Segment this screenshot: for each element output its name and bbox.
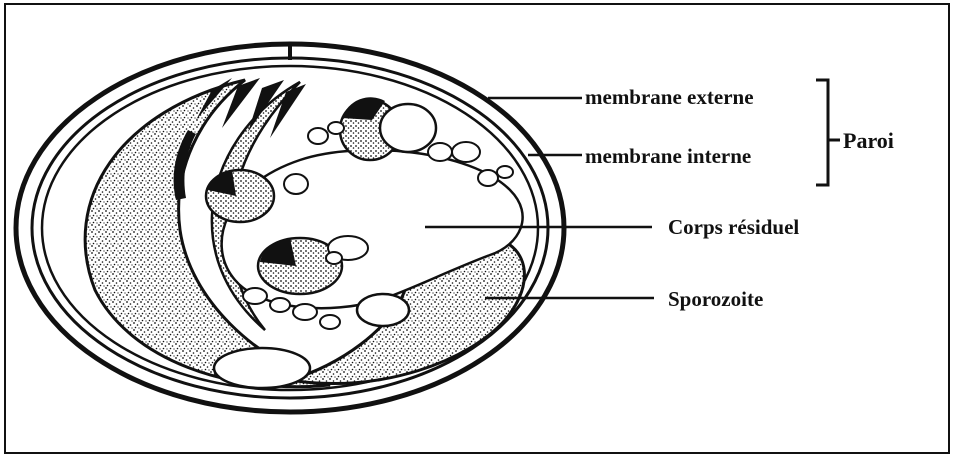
wall-bracket <box>816 80 828 185</box>
label-residual-body: Corps résiduel <box>668 215 799 239</box>
label-inner-membrane: membrane interne <box>585 144 751 168</box>
label-outer-membrane: membrane externe <box>585 85 754 109</box>
label-sporozoite: Sporozoite <box>668 287 763 311</box>
label-wall: Paroi <box>843 128 894 153</box>
